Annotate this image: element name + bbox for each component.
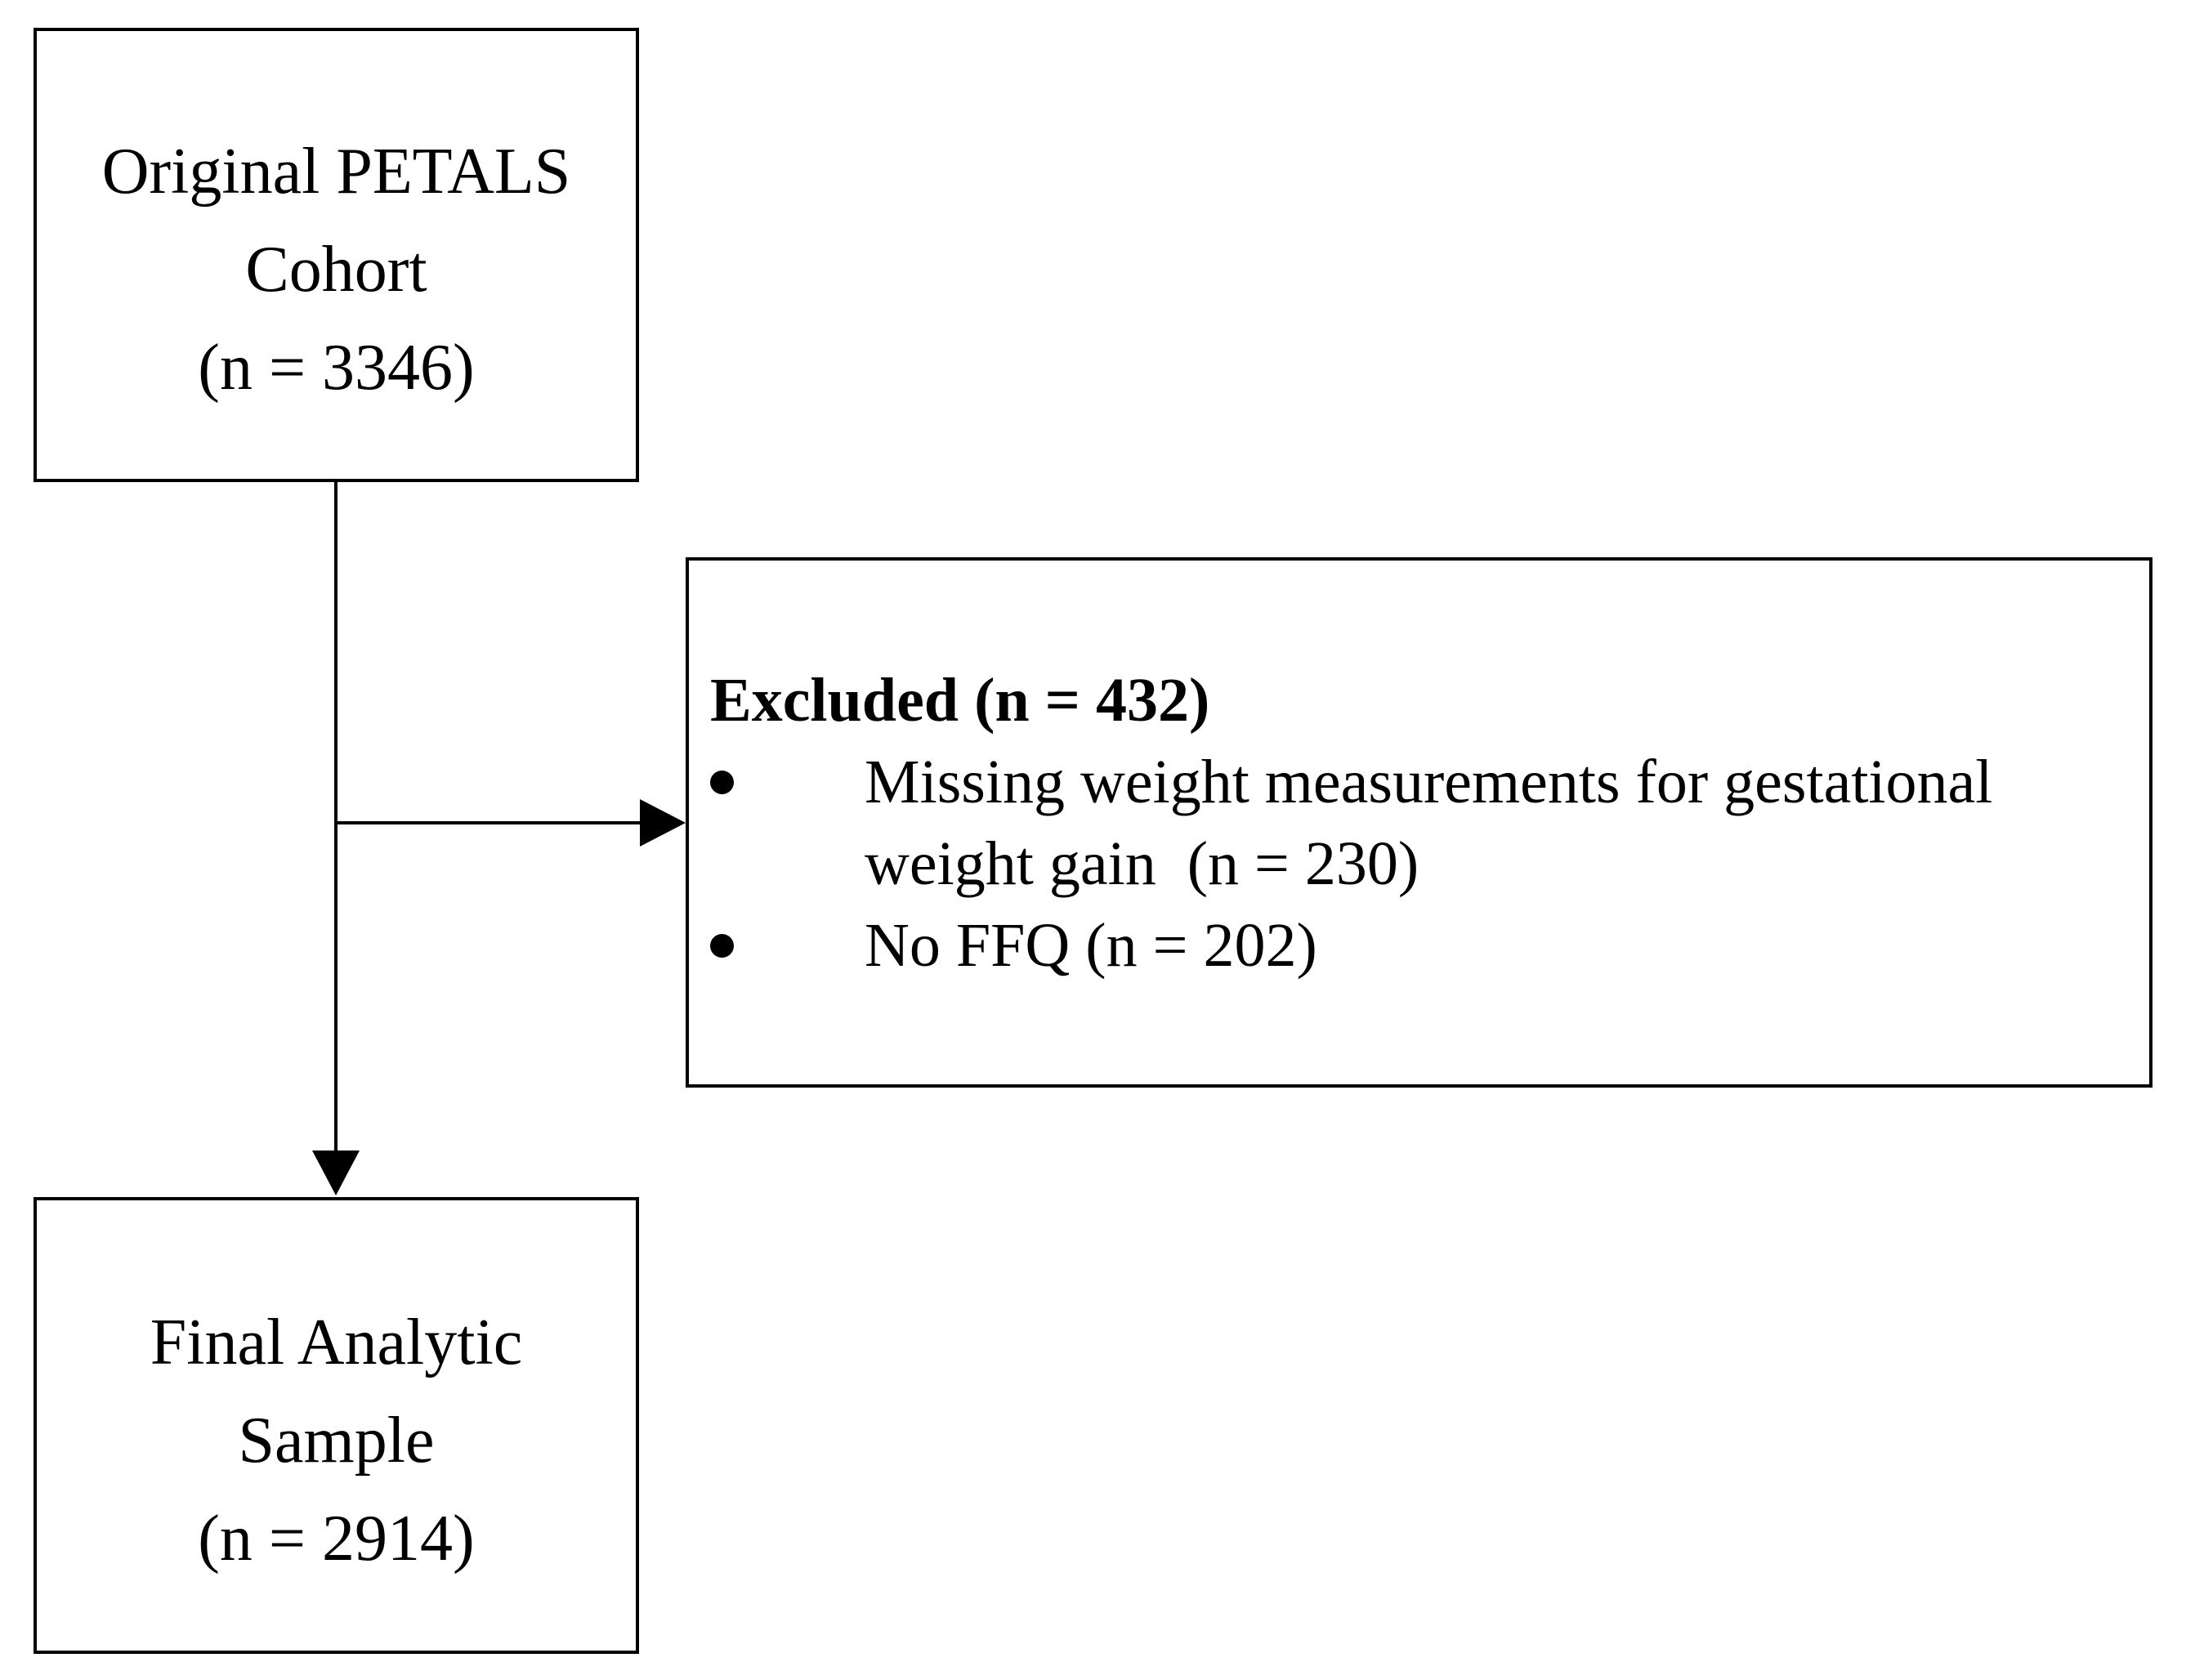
- connector-vertical-line: [334, 482, 338, 1154]
- final-sample-line-1: Final Analytic: [150, 1306, 523, 1378]
- excluded-box: Excluded (n = 432) Missing weight measur…: [686, 557, 2152, 1088]
- final-sample-line-3: (n = 2914): [198, 1502, 475, 1575]
- excluded-title: Excluded (n = 432): [710, 665, 1210, 735]
- arrow-down-icon: [312, 1151, 360, 1195]
- connector-horizontal-line: [336, 821, 641, 824]
- excluded-bullet-item: No FFQ (n = 202): [689, 905, 2149, 986]
- original-cohort-line-2: Cohort: [245, 234, 427, 306]
- original-cohort-line-1: Original PETALS: [101, 136, 571, 208]
- final-sample-text: Final Analytic Sample (n = 2914): [150, 1294, 523, 1588]
- excluded-bullet-line: No FFQ (n = 202): [865, 910, 1317, 980]
- original-cohort-text: Original PETALS Cohort (n = 3346): [102, 123, 571, 417]
- final-sample-line-2: Sample: [238, 1404, 435, 1477]
- original-cohort-line-3: (n = 3346): [198, 332, 475, 404]
- bullet-icon: [710, 770, 734, 794]
- bullet-icon: [710, 933, 734, 958]
- excluded-bullet-line: Missing weight measurements for gestatio…: [865, 747, 1993, 816]
- excluded-bullet-line: weight gain (n = 230): [865, 829, 1419, 898]
- original-cohort-box: Original PETALS Cohort (n = 3346): [34, 28, 639, 482]
- arrow-right-icon: [640, 799, 686, 847]
- final-sample-box: Final Analytic Sample (n = 2914): [34, 1197, 639, 1654]
- excluded-bullet-item: Missing weight measurements for gestatio…: [689, 741, 2149, 905]
